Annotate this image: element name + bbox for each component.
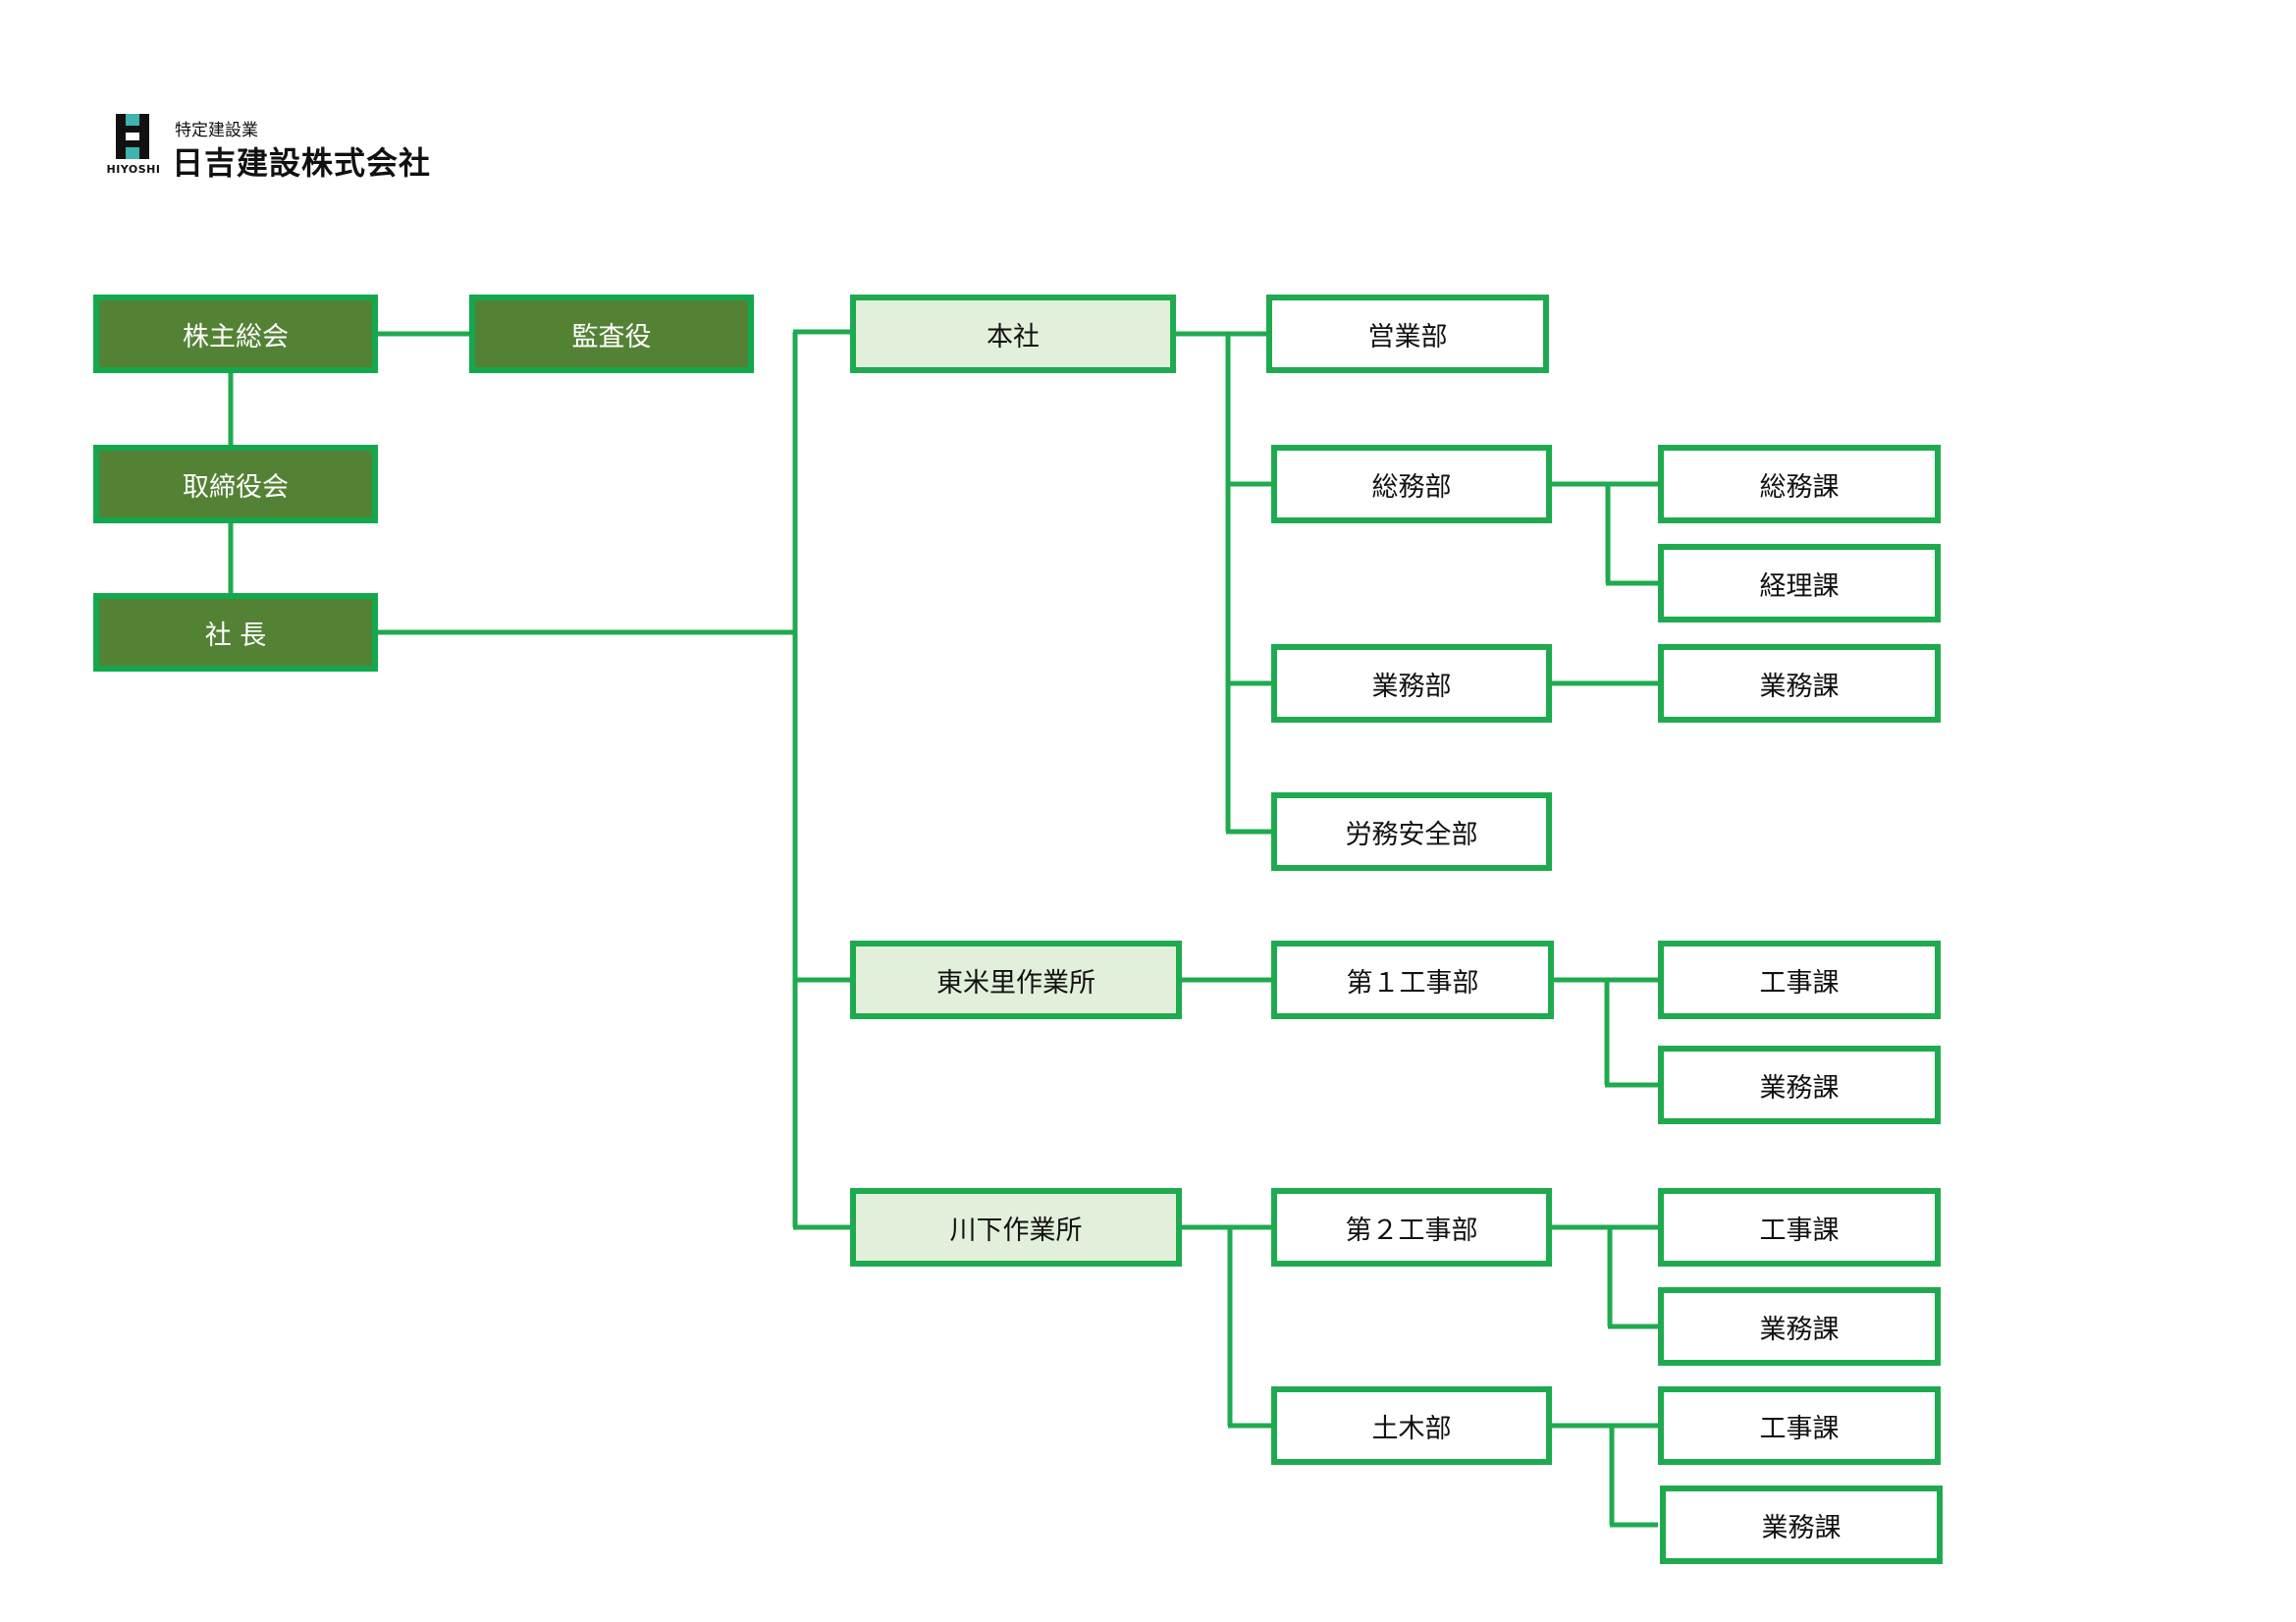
kawashimo-office-box: 川下作業所 [850, 1188, 1182, 1267]
section-box: 経理課 [1658, 544, 1941, 622]
section-box: 総務課 [1658, 445, 1941, 523]
sales-department-box: 営業部 [1266, 295, 1549, 373]
section-box: 工事課 [1658, 1188, 1941, 1267]
shareholders-meeting-box: 株主総会 [93, 295, 378, 373]
auditor-box: 監査役 [469, 295, 754, 373]
operations-department-box: 業務部 [1271, 644, 1552, 723]
higashi-office-box: 東米里作業所 [850, 941, 1182, 1019]
section-box: 工事課 [1658, 941, 1941, 1019]
logo-text: HIYOSHI [106, 163, 161, 176]
section-box: 工事課 [1658, 1386, 1941, 1465]
board-box: 取締役会 [93, 445, 378, 523]
construction-dept-2-box: 第２工事部 [1271, 1188, 1552, 1267]
civil-engineering-dept-box: 土木部 [1271, 1386, 1552, 1465]
hiyoshi-logo-icon [116, 114, 149, 159]
section-box: 業務課 [1658, 1287, 1941, 1366]
president-box: 社 長 [93, 593, 378, 672]
company-logo: HIYOSHI [104, 114, 163, 185]
section-box: 業務課 [1658, 644, 1941, 723]
construction-dept-1-box: 第１工事部 [1271, 941, 1554, 1019]
company-name: 日吉建設株式会社 [172, 144, 432, 182]
section-box: 業務課 [1658, 1046, 1941, 1124]
general-affairs-department-box: 総務部 [1271, 445, 1552, 523]
head-office-box: 本社 [850, 295, 1176, 373]
labor-safety-department-box: 労務安全部 [1271, 792, 1552, 871]
company-subtitle: 特定建設業 [175, 121, 258, 140]
section-box: 業務課 [1660, 1486, 1943, 1564]
